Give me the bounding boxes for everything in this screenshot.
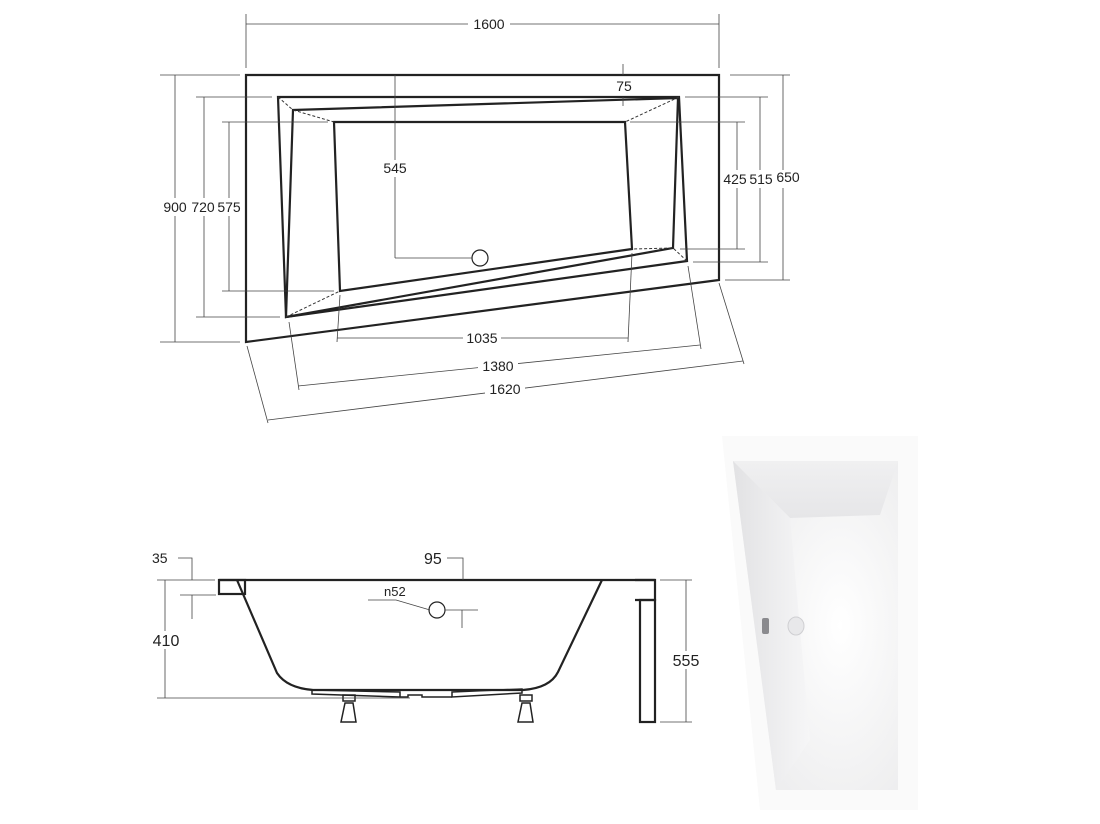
dim-410: 410 bbox=[148, 579, 410, 699]
apron-leg bbox=[638, 598, 657, 724]
plan-view: 1600 900 720 575 bbox=[160, 14, 802, 424]
foot-right bbox=[517, 694, 534, 723]
dim-label: 1620 bbox=[489, 381, 520, 397]
dim-545: 545 bbox=[380, 75, 472, 259]
dim-label: 720 bbox=[191, 199, 215, 215]
dim-right: 425 515 650 bbox=[630, 74, 802, 281]
dim-1035: 1035 bbox=[336, 252, 633, 347]
overflow-icon bbox=[428, 601, 446, 619]
dim-1600: 1600 bbox=[245, 14, 720, 68]
dim-1380: 1380 bbox=[288, 265, 702, 391]
right-rim bbox=[635, 578, 657, 602]
dim-label: 545 bbox=[383, 160, 407, 176]
dim-35: 35 bbox=[152, 550, 216, 619]
side-view: 35 95 n52 410 bbox=[148, 550, 706, 724]
inner-outline bbox=[284, 96, 680, 319]
dim-label: 75 bbox=[616, 78, 632, 94]
bottom-plates bbox=[311, 688, 523, 698]
dim-n52: n52 bbox=[368, 584, 478, 628]
drain-cover-icon bbox=[787, 616, 805, 636]
dim-label: 410 bbox=[153, 633, 180, 650]
dim-left: 900 720 575 bbox=[160, 74, 334, 343]
dim-label: 425 bbox=[723, 171, 747, 187]
dim-label: n52 bbox=[384, 584, 406, 599]
dim-label: 95 bbox=[424, 551, 442, 568]
dim-555: 555 bbox=[660, 579, 706, 723]
dim-label: 555 bbox=[673, 653, 700, 670]
outer-outline bbox=[244, 73, 721, 344]
bathtub-render bbox=[722, 436, 918, 810]
tub-profile bbox=[235, 579, 603, 692]
dim-label: 35 bbox=[152, 550, 168, 566]
dim-95: 95 bbox=[424, 551, 464, 580]
drain-icon bbox=[471, 249, 489, 267]
left-rim bbox=[217, 578, 247, 596]
corner-dashes bbox=[277, 96, 688, 318]
dim-label: 1035 bbox=[466, 330, 497, 346]
dim-label: 575 bbox=[217, 199, 241, 215]
dim-75: 75 bbox=[616, 64, 632, 106]
overflow-fitting-icon bbox=[762, 618, 769, 634]
foot-left bbox=[340, 694, 357, 723]
dim-1620: 1620 bbox=[246, 282, 745, 424]
dim-label: 650 bbox=[776, 169, 800, 185]
dim-label: 1380 bbox=[482, 358, 513, 374]
dim-label: 515 bbox=[749, 171, 773, 187]
dim-label: 1600 bbox=[473, 16, 504, 32]
dim-label: 900 bbox=[163, 199, 187, 215]
